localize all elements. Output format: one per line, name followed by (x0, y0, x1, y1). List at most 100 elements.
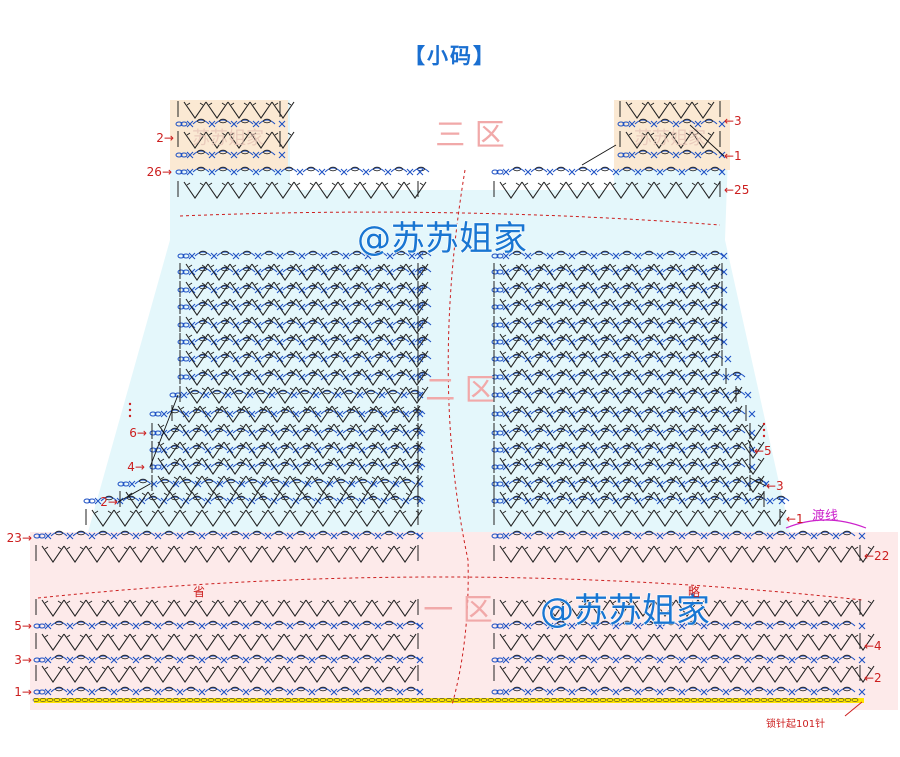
stitch-bar (524, 510, 529, 514)
chain-arc (182, 655, 200, 661)
stitch-bar (722, 406, 727, 410)
chain-arc (210, 428, 228, 434)
v-stitch (499, 386, 523, 404)
chain-arc (354, 479, 372, 485)
chain-loop (301, 389, 309, 395)
chain-loop (535, 686, 543, 692)
v-stitch (565, 491, 589, 509)
v-stitch (207, 333, 231, 351)
v-stitch (173, 633, 197, 651)
chain-arc (618, 390, 636, 396)
chain-arc (596, 462, 614, 468)
stitch-bar (559, 282, 564, 286)
chain-arc (326, 267, 344, 273)
stitch-bar (248, 442, 253, 446)
stitch-bar (581, 369, 586, 373)
chain-loop (180, 169, 188, 175)
stitch-bar (386, 299, 391, 303)
v-stitch (653, 599, 677, 617)
stitch-bar (334, 406, 339, 410)
sc-mark (364, 252, 372, 260)
stitch-bar (735, 634, 740, 638)
v-stitch (295, 350, 319, 368)
v-stitch (631, 545, 655, 563)
stitch-bar (722, 442, 727, 446)
v-stitch (653, 181, 677, 199)
sc-mark (110, 622, 118, 630)
chain-arc (662, 251, 680, 257)
chain-arc (530, 390, 548, 396)
chain-arc (596, 337, 614, 343)
v-stitch (521, 633, 545, 651)
chain-arc (552, 621, 570, 627)
v-stitch (173, 545, 197, 563)
v-stitch (565, 633, 589, 651)
chain-arc (618, 621, 636, 627)
foundation-chain-loop (53, 698, 61, 702)
sc-mark (186, 120, 194, 128)
foundation-chain-loop (305, 698, 313, 702)
stitch-bar (669, 442, 674, 446)
chain-arc (216, 285, 234, 291)
chain-loop (182, 269, 190, 275)
stitch-bar (277, 546, 282, 550)
stitch-bar (854, 546, 859, 550)
chain-loop (491, 269, 499, 275)
v-stitch (609, 545, 633, 563)
v-stitch (499, 441, 523, 459)
v-stitch (229, 386, 253, 404)
chain-arc (364, 445, 382, 451)
chain-arc (314, 655, 332, 661)
stitch-bar (287, 102, 292, 106)
v-stitch (521, 316, 545, 334)
v-stitch (631, 509, 655, 527)
stitch-bar (226, 442, 231, 446)
stitch-bar (261, 476, 266, 480)
chain-arc (258, 150, 276, 156)
sc-mark (66, 622, 74, 630)
stitch-bar (173, 424, 178, 428)
chain-loop (275, 620, 283, 626)
chain-arc (816, 655, 834, 661)
stitch-bar (656, 369, 661, 373)
chain-arc (530, 496, 548, 502)
v-stitch (367, 491, 391, 509)
stitch-bar (524, 369, 529, 373)
stitch-bar (502, 264, 507, 268)
row-number-right: ←1 (724, 149, 742, 163)
stitch-bar (678, 458, 683, 462)
chain-arc (552, 320, 570, 326)
stitch-bar (634, 442, 639, 446)
stitch-bar (700, 387, 705, 391)
stitch-bar (88, 600, 93, 604)
stitch-bar (694, 102, 699, 106)
v-stitch (339, 350, 363, 368)
v-stitch (129, 599, 153, 617)
chain-arc (530, 409, 548, 415)
v-stitch (697, 386, 721, 404)
stitch-bar (669, 264, 674, 268)
stitch-bar (254, 369, 259, 373)
sc-mark (160, 410, 168, 418)
stitch-bar (245, 282, 250, 286)
sc-mark (220, 532, 228, 540)
chain-loop (281, 408, 289, 414)
chain-arc (326, 251, 344, 257)
chain-loop (191, 389, 199, 395)
v-stitch (227, 181, 251, 199)
sc-mark (362, 168, 370, 176)
chain-loop (197, 166, 205, 172)
chain-arc (326, 285, 344, 291)
stitch-bar (641, 132, 646, 136)
v-stitch (151, 665, 175, 683)
v-stitch (741, 491, 765, 509)
chain-arc (402, 655, 420, 661)
chain-loop (535, 654, 543, 660)
chain-arc (348, 251, 366, 257)
stitch-bar (779, 634, 784, 638)
chain-arc (204, 621, 222, 627)
chain-arc (640, 531, 658, 537)
chain-arc (508, 337, 526, 343)
stitch-bar (343, 600, 348, 604)
foundation-chain-loop (676, 698, 684, 702)
